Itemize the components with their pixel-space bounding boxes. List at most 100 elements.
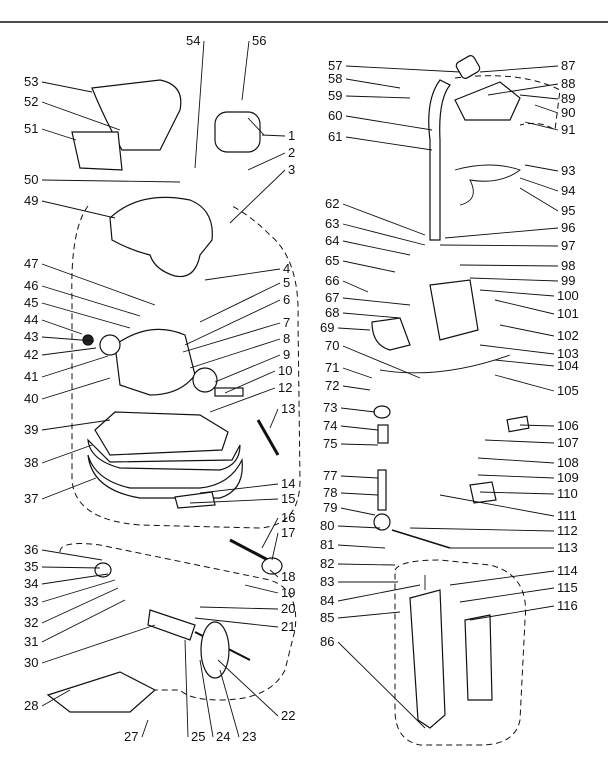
leader-line-42 bbox=[41, 347, 97, 356]
leader-line-6 bbox=[184, 299, 281, 346]
callout-28: 28 bbox=[24, 698, 38, 713]
leader-line-81 bbox=[337, 544, 386, 549]
part-41-pulley bbox=[99, 334, 121, 356]
callout-2: 2 bbox=[288, 145, 295, 160]
leader-line-46 bbox=[41, 285, 141, 317]
leader-line-73 bbox=[340, 407, 376, 413]
part-112-rod bbox=[391, 529, 451, 549]
callout-66: 66 bbox=[325, 273, 339, 288]
callout-73: 73 bbox=[323, 400, 337, 415]
callout-21: 21 bbox=[281, 619, 295, 634]
part-10-shaft bbox=[214, 387, 244, 397]
callout-56: 56 bbox=[252, 33, 266, 48]
part-51-strip bbox=[71, 131, 123, 171]
callout-108: 108 bbox=[557, 455, 579, 470]
leader-line-75 bbox=[340, 443, 379, 446]
leader-line-72 bbox=[342, 385, 371, 391]
leader-line-116 bbox=[469, 605, 555, 621]
callout-83: 83 bbox=[320, 574, 334, 589]
leader-line-39 bbox=[41, 419, 111, 431]
leader-line-58 bbox=[345, 78, 401, 89]
part-38-base bbox=[87, 438, 241, 471]
part-73-knob bbox=[373, 405, 391, 419]
leader-line-35 bbox=[41, 566, 101, 569]
leader-line-44 bbox=[41, 319, 83, 335]
part-39-base-top bbox=[94, 411, 229, 456]
callout-101: 101 bbox=[557, 306, 579, 321]
callout-79: 79 bbox=[323, 500, 337, 515]
leader-line-10 bbox=[224, 370, 276, 394]
leader-line-103 bbox=[479, 344, 555, 355]
callout-93: 93 bbox=[561, 163, 575, 178]
callout-50: 50 bbox=[24, 172, 38, 187]
leader-line-89 bbox=[519, 94, 559, 100]
callout-110: 110 bbox=[557, 486, 578, 501]
callout-72: 72 bbox=[325, 378, 339, 393]
motor-assembly-boundary bbox=[71, 204, 301, 529]
callout-89: 89 bbox=[561, 91, 575, 106]
leader-line-87 bbox=[479, 65, 559, 73]
callout-30: 30 bbox=[24, 655, 38, 670]
callout-52: 52 bbox=[24, 94, 38, 109]
leader-line-71 bbox=[342, 367, 373, 379]
callout-91: 91 bbox=[561, 122, 575, 137]
callout-96: 96 bbox=[561, 220, 575, 235]
callout-94: 94 bbox=[561, 183, 575, 198]
leader-line-69 bbox=[337, 327, 371, 331]
part-60-handle-tube bbox=[428, 79, 451, 241]
callout-100: 100 bbox=[557, 288, 579, 303]
callout-116: 116 bbox=[557, 598, 578, 613]
leader-line-95 bbox=[519, 187, 559, 212]
leader-line-14 bbox=[199, 483, 279, 494]
leader-line-63 bbox=[342, 223, 426, 246]
callout-15: 15 bbox=[281, 491, 295, 506]
callout-32: 32 bbox=[24, 615, 38, 630]
leader-line-37 bbox=[41, 477, 97, 500]
callout-5: 5 bbox=[283, 275, 290, 290]
leader-line-91 bbox=[524, 121, 559, 131]
leader-line-61 bbox=[345, 136, 433, 151]
callout-67: 67 bbox=[325, 290, 339, 305]
callout-23: 23 bbox=[242, 729, 256, 744]
callout-65: 65 bbox=[325, 253, 339, 268]
leader-line-51 bbox=[41, 128, 77, 141]
callout-22: 22 bbox=[281, 708, 295, 723]
callout-33: 33 bbox=[24, 594, 38, 609]
callout-60: 60 bbox=[328, 108, 342, 123]
leader-line-108 bbox=[477, 457, 555, 464]
leader-line-43 bbox=[41, 336, 95, 342]
leader-line-8 bbox=[189, 338, 281, 369]
leader-line-60 bbox=[345, 115, 433, 131]
leader-line-97 bbox=[439, 244, 559, 247]
callout-97: 97 bbox=[561, 238, 575, 253]
leader-line-59 bbox=[345, 95, 411, 99]
leader-line-21 bbox=[194, 617, 279, 628]
leader-line-80 bbox=[337, 525, 381, 529]
callout-62: 62 bbox=[325, 196, 339, 211]
leader-line-99 bbox=[469, 277, 559, 282]
leader-line-17 bbox=[271, 532, 279, 561]
part-1-wires bbox=[247, 117, 265, 136]
leader-line-114 bbox=[449, 570, 555, 586]
leader-line-32 bbox=[41, 587, 119, 624]
part-illustrations bbox=[0, 21, 608, 746]
leader-line-22 bbox=[217, 659, 279, 717]
leader-line-68 bbox=[342, 312, 401, 319]
callout-51: 51 bbox=[24, 121, 38, 136]
callout-112: 112 bbox=[557, 523, 578, 538]
callout-85: 85 bbox=[320, 610, 334, 625]
part-15-bracket bbox=[174, 491, 216, 509]
part-37-gasket bbox=[87, 454, 243, 499]
leader-line-109 bbox=[477, 474, 555, 479]
part-78-spring bbox=[377, 469, 387, 511]
callout-35: 35 bbox=[24, 559, 38, 574]
leader-line-52 bbox=[41, 101, 121, 131]
leader-line-36 bbox=[41, 549, 103, 561]
callout-63: 63 bbox=[325, 216, 339, 231]
leader-line-4 bbox=[204, 268, 281, 281]
part-69-switch-cover bbox=[371, 317, 411, 351]
callout-58: 58 bbox=[328, 71, 342, 86]
leader-line-30 bbox=[41, 624, 156, 664]
callout-16: 16 bbox=[281, 510, 295, 525]
